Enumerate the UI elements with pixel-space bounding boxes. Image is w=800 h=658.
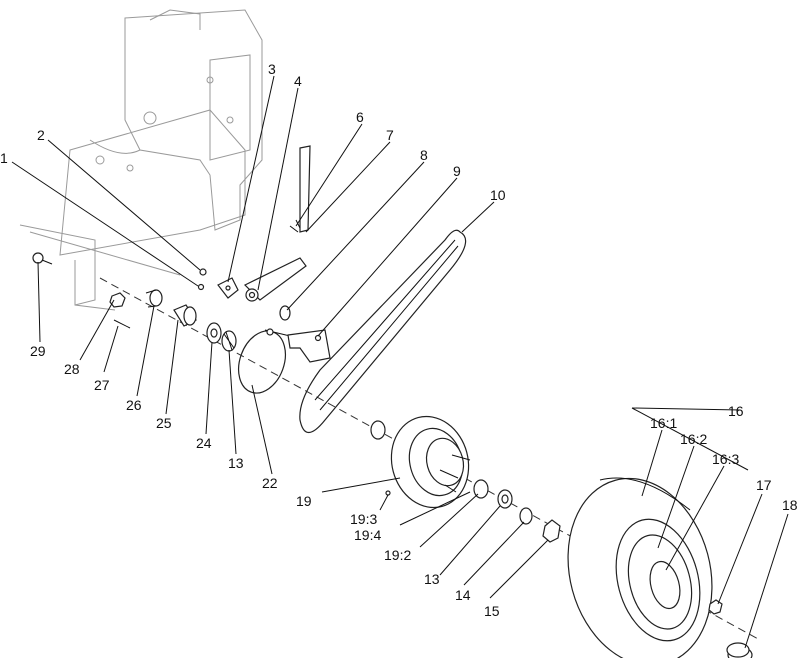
- callout-19: 19: [296, 493, 312, 509]
- callout-19-4: 19:4: [354, 527, 381, 543]
- part-28-nut: [109, 292, 126, 308]
- callout-3: 3: [268, 61, 276, 77]
- callout-9: 9: [453, 163, 461, 179]
- callout-6: 6: [356, 109, 364, 125]
- callout-16: 16: [728, 403, 744, 419]
- callout-8: 8: [420, 147, 428, 163]
- part-19-pulley-hub: [385, 415, 471, 509]
- callout-19-3: 19:3: [350, 511, 377, 527]
- callout-16-1: 16:1: [650, 415, 677, 431]
- callout-14: 14: [455, 587, 471, 603]
- part-18-cap: [726, 642, 753, 658]
- frame-background: [19, 9, 263, 311]
- part-4-idler-arm: [243, 257, 307, 302]
- part-24-washer: [206, 322, 222, 344]
- part-10-drive-belt: [299, 229, 467, 434]
- part-19-2-bearing: [473, 479, 489, 499]
- callout-29: 29: [30, 343, 46, 359]
- callout-4: 4: [294, 73, 302, 89]
- callout-13-lower: 13: [424, 571, 440, 587]
- callout-2: 2: [37, 127, 45, 143]
- callout-17: 17: [756, 477, 772, 493]
- part-spacer-before-pulley: [370, 420, 386, 440]
- callout-16-2: 16:2: [680, 431, 707, 447]
- part-26-bushing: [145, 289, 163, 308]
- part-27-pin: [113, 319, 131, 329]
- part-13-bearing-lower: [497, 489, 513, 509]
- part-14-washer: [519, 507, 533, 525]
- part-13-bearing-upper: [221, 330, 237, 352]
- callout-15: 15: [484, 603, 500, 619]
- callout-7: 7: [386, 127, 394, 143]
- part-3-bracket: [217, 277, 239, 299]
- callout-25: 25: [156, 415, 172, 431]
- part-25-spacer: [173, 304, 197, 327]
- part-29-bolt: [32, 252, 53, 265]
- callout-22: 22: [262, 475, 278, 491]
- callout-24: 24: [196, 435, 212, 451]
- callout-1: 1: [0, 150, 8, 166]
- callout-19-2: 19:2: [384, 547, 411, 563]
- callout-13-upper: 13: [228, 455, 244, 471]
- part-1-2-rings: [197, 268, 207, 291]
- callout-27: 27: [94, 377, 110, 393]
- parts: [32, 145, 753, 658]
- callouts: 1 2 3 4 6 7 8 9 10 29 28 27 26 25 24 13 …: [0, 61, 798, 619]
- callout-26: 26: [126, 397, 142, 413]
- part-17-nut: [708, 599, 723, 615]
- part-9-bracket: [287, 329, 331, 363]
- callout-28: 28: [64, 361, 80, 377]
- callout-10: 10: [490, 187, 506, 203]
- part-16-wheel: [567, 477, 713, 658]
- leader-lines: [11, 75, 789, 649]
- callout-18: 18: [782, 497, 798, 513]
- callout-16-3: 16:3: [712, 451, 739, 467]
- part-22-brake-band: [238, 328, 291, 394]
- part-15-nut: [542, 519, 561, 543]
